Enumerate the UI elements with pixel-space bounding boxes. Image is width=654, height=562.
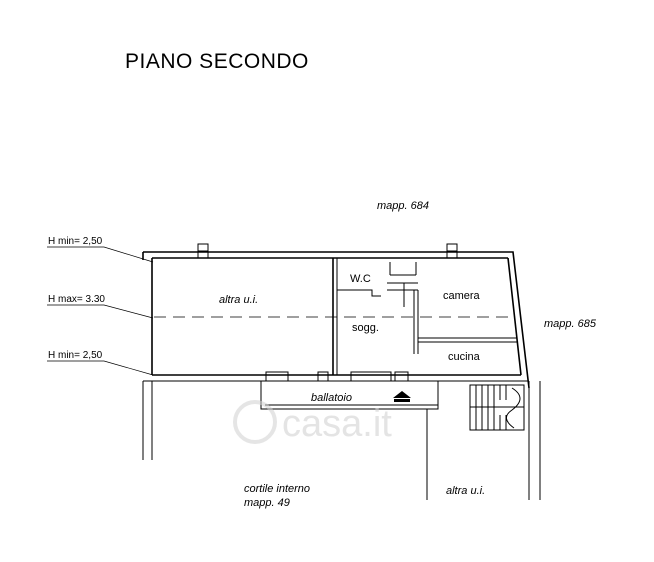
window-marks-top (197, 243, 458, 259)
entrance-arrow-icon (393, 391, 411, 398)
label-mapp-684: mapp. 684 (377, 200, 429, 212)
label-mapp-685: mapp. 685 (544, 318, 597, 330)
label-h-min-bottom: H min= 2,50 (48, 350, 103, 361)
label-cortile-mapp: mapp. 49 (244, 497, 290, 509)
plan-title: PIANO SECONDO (125, 50, 309, 73)
ballatoio: ballatoio (260, 380, 439, 410)
label-h-min-top: H min= 2,50 (48, 236, 103, 247)
entrance-bar (394, 399, 410, 402)
lower-walls (142, 381, 541, 500)
interior-walls (332, 258, 518, 375)
outer-walls (142, 251, 530, 389)
room-label-sogg: sogg. (352, 322, 379, 334)
room-label-altra-ui-bottom: altra u.i. (446, 485, 485, 497)
label-h-max: H max= 3.30 (48, 294, 105, 305)
height-annotation-top: H min= 2,50 (47, 236, 154, 263)
staircase (469, 384, 525, 431)
label-cortile-interno: cortile interno (244, 483, 310, 495)
height-annotation-bottom: H min= 2,50 (47, 350, 154, 376)
watermark-logo-icon (233, 400, 277, 444)
room-label-altra-ui-left: altra u.i. (219, 294, 258, 306)
room-label-cucina: cucina (448, 351, 481, 363)
room-label-wc: W.C (350, 273, 371, 285)
room-label-camera: camera (443, 290, 481, 302)
watermark-text: casa.it (282, 403, 392, 445)
height-annotation-middle: H max= 3.30 (47, 294, 154, 319)
watermark: casa.it (233, 400, 392, 445)
label-ballatoio: ballatoio (311, 392, 352, 404)
